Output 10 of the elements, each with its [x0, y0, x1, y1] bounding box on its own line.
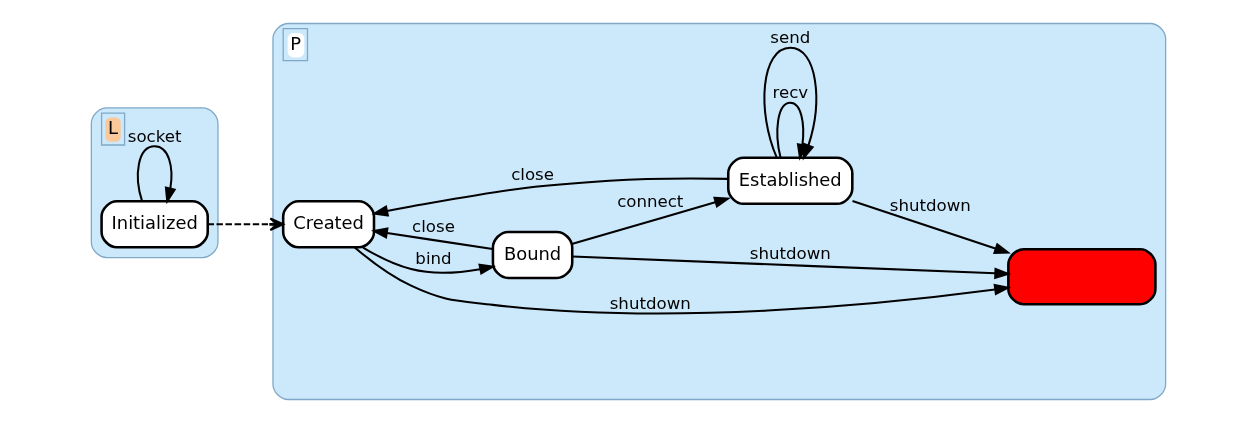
edge-label: connect	[617, 191, 684, 211]
edge-label: bind	[415, 249, 452, 269]
edge-label: close	[412, 217, 455, 237]
edge-label: shutdown	[889, 195, 971, 215]
edge-label: recv	[772, 83, 809, 103]
edge-label: socket	[127, 126, 182, 146]
edge-label: shutdown	[609, 294, 691, 314]
edge-label: shutdown	[749, 244, 831, 264]
edge-label: send	[770, 28, 811, 48]
edge-label: close	[511, 165, 554, 185]
